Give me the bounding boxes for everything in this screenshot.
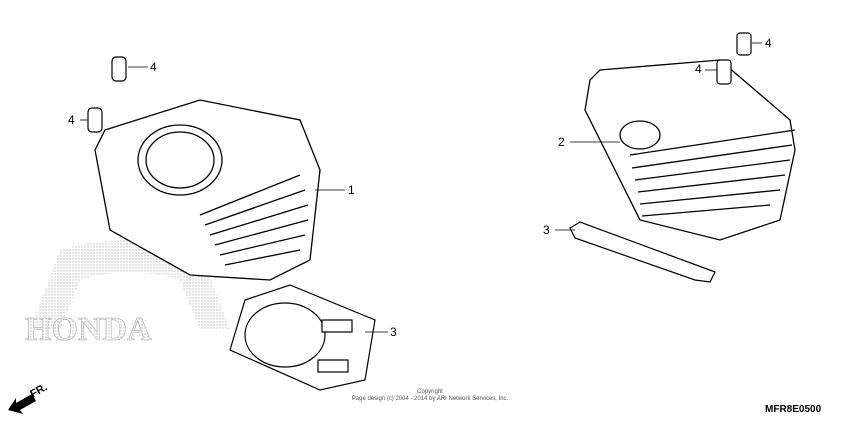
copyright-line1: Copyright <box>417 389 443 395</box>
callout-3: 3 <box>390 325 397 339</box>
cylinder-head-right <box>584 59 796 241</box>
gasket-head <box>569 221 716 283</box>
callout-3: 3 <box>543 223 550 237</box>
front-arrow-icon <box>8 394 36 414</box>
callout-2: 2 <box>558 135 565 149</box>
copyright: Copyright Page design (c) 2004 - 2014 by… <box>330 389 530 403</box>
callout-4: 4 <box>68 113 75 127</box>
callout-4: 4 <box>695 62 702 76</box>
dowel-pins-left <box>87 56 127 133</box>
callout-4: 4 <box>150 60 157 74</box>
svg-text:HONDA: HONDA <box>25 311 152 348</box>
copyright-line2: Page design (c) 2004 - 2014 by ARI Netwo… <box>351 396 509 402</box>
gasket-base <box>229 284 376 391</box>
callout-1: 1 <box>348 183 355 197</box>
diagram-code: MFR8E0500 <box>765 404 822 415</box>
cylinder-front <box>94 99 321 281</box>
dowel-pins-right <box>716 32 752 85</box>
leader-lines <box>80 42 762 333</box>
callout-4: 4 <box>765 36 772 50</box>
